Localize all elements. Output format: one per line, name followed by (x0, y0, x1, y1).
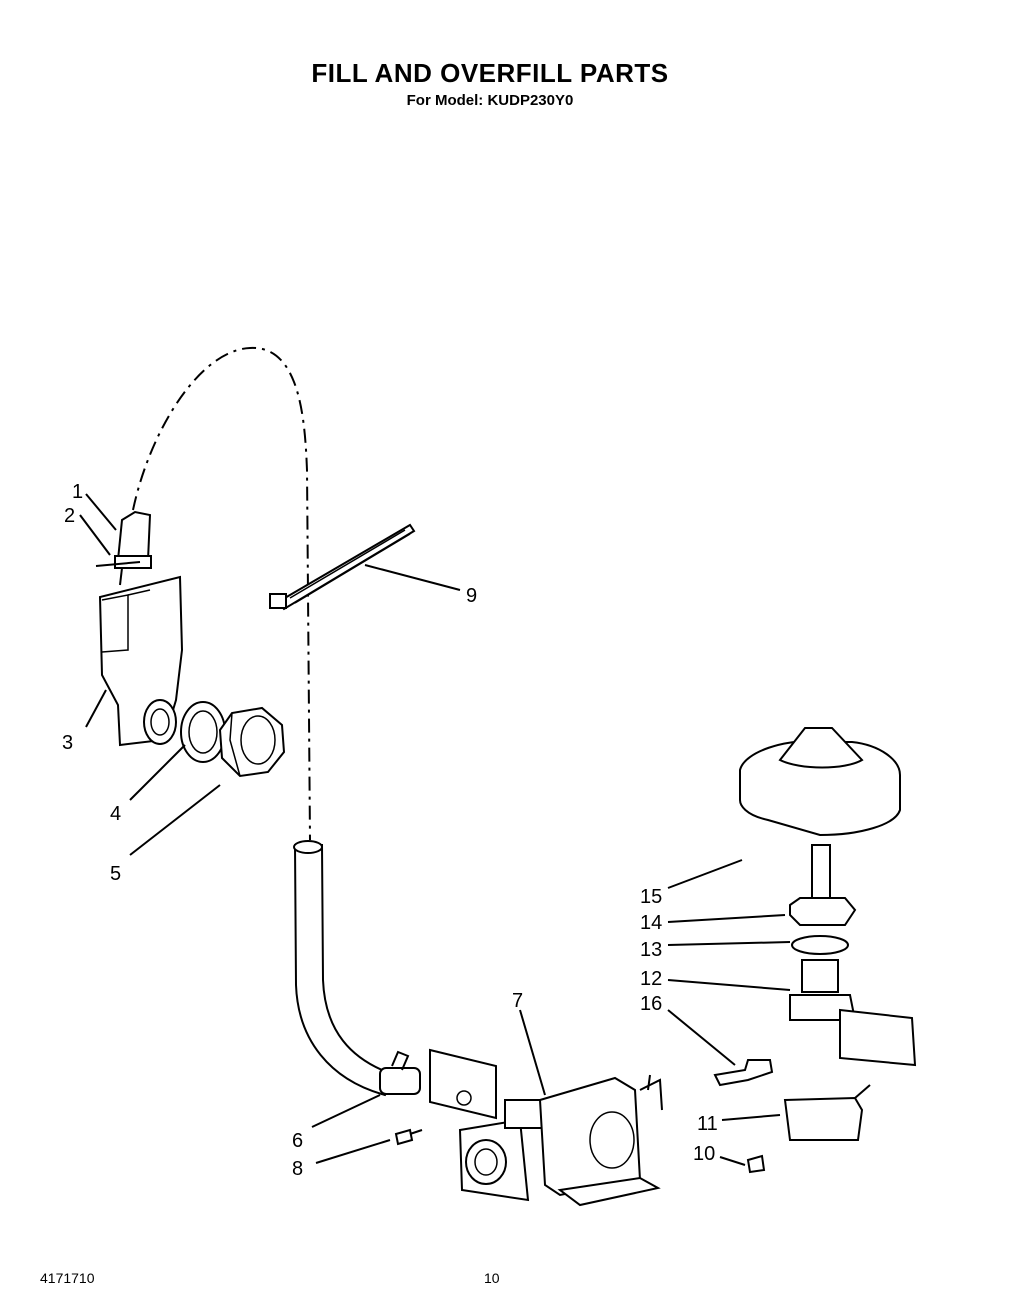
callout-16: 16 (640, 993, 662, 1015)
overfill-switch (783, 1084, 871, 1141)
cable-tie (269, 523, 416, 611)
hose-route-dashed (132, 346, 311, 841)
callout-15: 15 (640, 886, 662, 908)
leader-lines (79, 493, 791, 1166)
screw-8 (394, 1128, 423, 1146)
callout-11: 11 (697, 1113, 718, 1135)
gasket (143, 699, 226, 763)
float (739, 727, 901, 837)
lever (713, 1059, 774, 1087)
callout-12: 12 (640, 968, 662, 990)
screw-10 (746, 1154, 766, 1174)
callout-14: 14 (640, 912, 662, 934)
callout-8: 8 (292, 1158, 303, 1180)
water-valve (429, 1048, 663, 1207)
model-subtitle: For Model: KUDP230Y0 (406, 92, 574, 109)
callout-10: 10 (693, 1143, 715, 1165)
callout-4: 4 (110, 803, 121, 825)
page-number: 10 (484, 1270, 500, 1286)
callout-3: 3 (62, 732, 73, 754)
callout-5: 5 (110, 863, 121, 885)
fill-hose (293, 840, 421, 1097)
document-number: 4171710 (40, 1270, 95, 1286)
page-title: FILL AND OVERFILL PARTS (311, 58, 669, 88)
callout-7: 7 (512, 990, 523, 1012)
callout-13: 13 (640, 939, 662, 961)
callout-2: 2 (64, 505, 75, 527)
callout-9: 9 (466, 585, 477, 607)
callout-1: 1 (72, 481, 83, 503)
callout-6: 6 (292, 1130, 303, 1152)
float-stem-assembly (789, 844, 917, 1067)
hex-nut (218, 706, 286, 778)
